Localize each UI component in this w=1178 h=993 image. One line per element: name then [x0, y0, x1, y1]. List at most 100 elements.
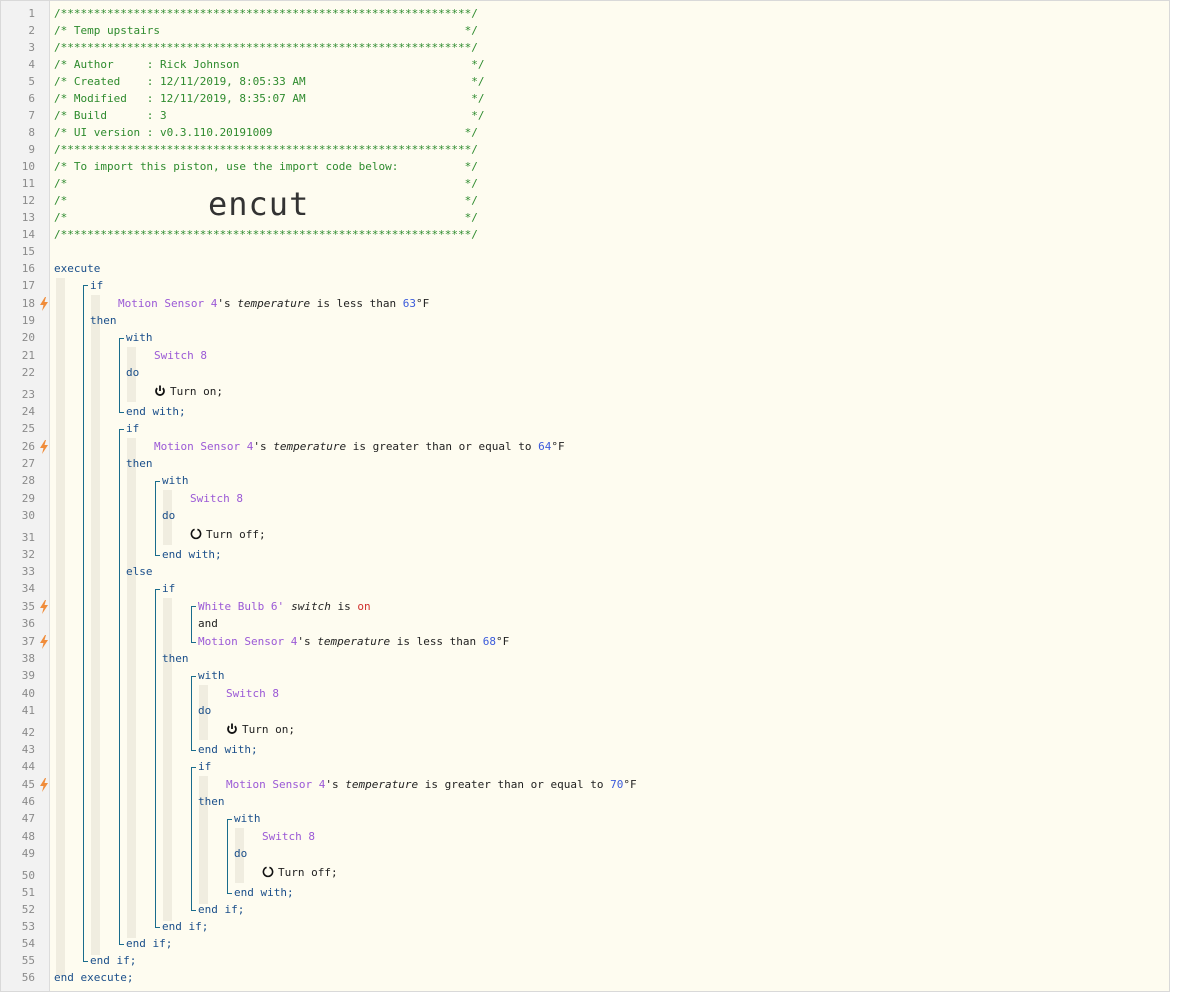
- end-if-keyword[interactable]: end if;: [198, 903, 245, 916]
- action-statement[interactable]: Turn off;: [262, 864, 338, 883]
- action-label: Turn off;: [206, 528, 266, 541]
- with-keyword[interactable]: with: [162, 474, 189, 487]
- if-bracket: [119, 429, 120, 944]
- line-number: 32: [21, 548, 35, 561]
- end-execute-keyword[interactable]: end execute;: [54, 971, 134, 984]
- comment-line: /***************************************…: [54, 228, 478, 241]
- comment-line: /* Temp upstairs */: [54, 24, 478, 37]
- device-name[interactable]: Switch 8: [226, 687, 279, 700]
- bracket-cap: [191, 642, 196, 643]
- condition-statement[interactable]: Motion Sensor 4's temperature is greater…: [154, 438, 565, 455]
- line-number: 1: [28, 7, 35, 20]
- condition-statement[interactable]: Motion Sensor 4's temperature is less th…: [198, 633, 509, 650]
- bracket-cap: [191, 606, 196, 607]
- action-statement[interactable]: Turn on;: [226, 721, 295, 740]
- comment-line: /* Created : 12/11/2019, 8:05:33 AM */: [54, 75, 485, 88]
- lightning-bolt-icon: [39, 296, 49, 311]
- line-number: 41: [21, 704, 35, 717]
- end-if-keyword[interactable]: end if;: [90, 954, 137, 967]
- bracket-cap: [83, 285, 88, 286]
- device-name: Motion Sensor 4: [226, 778, 326, 791]
- attribute-name: temperature: [317, 635, 391, 648]
- operator: is greater than or equal to: [346, 440, 539, 453]
- line-number: 18: [21, 297, 35, 310]
- indent-guide: [199, 776, 208, 904]
- line-number: 30: [21, 509, 35, 522]
- power-icon: [154, 385, 166, 402]
- comment-line: /* */: [54, 211, 478, 224]
- do-keyword[interactable]: do: [162, 509, 176, 522]
- device-name[interactable]: Switch 8: [262, 830, 315, 843]
- with-bracket: [191, 676, 192, 750]
- do-keyword[interactable]: do: [198, 704, 212, 717]
- line-number: 23: [21, 388, 35, 401]
- then-keyword[interactable]: then: [198, 795, 225, 808]
- line-number: 11: [21, 177, 35, 190]
- if-keyword[interactable]: if: [162, 582, 176, 595]
- else-keyword[interactable]: else: [126, 565, 153, 578]
- import-code[interactable]: encut: [208, 185, 310, 223]
- comment-line: /***************************************…: [54, 41, 478, 54]
- do-keyword[interactable]: do: [234, 847, 248, 860]
- line-number: 46: [21, 795, 35, 808]
- line-number: 10: [21, 160, 35, 173]
- end-with-keyword[interactable]: end with;: [198, 743, 258, 756]
- action-statement[interactable]: Turn on;: [154, 383, 223, 402]
- end-if-keyword[interactable]: end if;: [126, 937, 173, 950]
- value-unit: °F: [551, 440, 565, 453]
- and-operator[interactable]: and: [198, 617, 218, 630]
- value-unit: °F: [496, 635, 510, 648]
- bracket-cap: [191, 910, 196, 911]
- line-number-gutter: [1, 1, 50, 991]
- end-with-keyword[interactable]: end with;: [126, 405, 186, 418]
- then-keyword[interactable]: then: [162, 652, 189, 665]
- indent-guide: [127, 347, 136, 402]
- end-if-keyword[interactable]: end if;: [162, 920, 209, 933]
- line-number: 34: [21, 582, 35, 595]
- if-bracket: [83, 285, 84, 961]
- if-keyword[interactable]: if: [198, 760, 212, 773]
- indent-guide: [163, 598, 172, 921]
- line-number: 40: [21, 687, 35, 700]
- lightning-bolt-icon: [39, 599, 49, 614]
- line-number: 5: [28, 75, 35, 88]
- power-off-icon: [262, 866, 274, 883]
- lightning-bolt-icon: [39, 634, 49, 649]
- comment-line: /* */: [54, 194, 478, 207]
- device-name: Motion Sensor 4: [154, 440, 254, 453]
- condition-statement[interactable]: Motion Sensor 4's temperature is greater…: [226, 776, 637, 793]
- line-number: 29: [21, 492, 35, 505]
- bracket-cap: [119, 429, 124, 430]
- line-number: 47: [21, 812, 35, 825]
- lightning-bolt-icon: [39, 439, 49, 454]
- condition-statement[interactable]: Motion Sensor 4's temperature is less th…: [118, 295, 429, 312]
- with-keyword[interactable]: with: [198, 669, 225, 682]
- possessive: 's: [217, 297, 238, 310]
- then-keyword[interactable]: then: [126, 457, 153, 470]
- value-unit: °F: [623, 778, 637, 791]
- end-with-keyword[interactable]: end with;: [162, 548, 222, 561]
- value-unit: °F: [416, 297, 430, 310]
- device-name: Motion Sensor 4: [198, 635, 298, 648]
- device-name[interactable]: Switch 8: [154, 349, 207, 362]
- with-keyword[interactable]: with: [126, 331, 153, 344]
- if-keyword[interactable]: if: [90, 279, 104, 292]
- do-keyword[interactable]: do: [126, 366, 140, 379]
- line-number: 17: [21, 279, 35, 292]
- line-number: 50: [21, 869, 35, 882]
- possessive: 's: [297, 635, 318, 648]
- indent-guide: [235, 828, 244, 883]
- end-with-keyword[interactable]: end with;: [234, 886, 294, 899]
- line-number: 25: [21, 422, 35, 435]
- with-keyword[interactable]: with: [234, 812, 261, 825]
- action-statement[interactable]: Turn off;: [190, 526, 266, 545]
- device-name[interactable]: Switch 8: [190, 492, 243, 505]
- line-number: 4: [28, 58, 35, 71]
- then-keyword[interactable]: then: [90, 314, 117, 327]
- bracket-cap: [227, 819, 232, 820]
- if-keyword[interactable]: if: [126, 422, 140, 435]
- condition-statement[interactable]: White Bulb 6'switch is on: [198, 598, 371, 615]
- execute-keyword[interactable]: execute: [54, 262, 101, 275]
- line-number: 14: [21, 228, 35, 241]
- comment-line: /* Build : 3 */: [54, 109, 485, 122]
